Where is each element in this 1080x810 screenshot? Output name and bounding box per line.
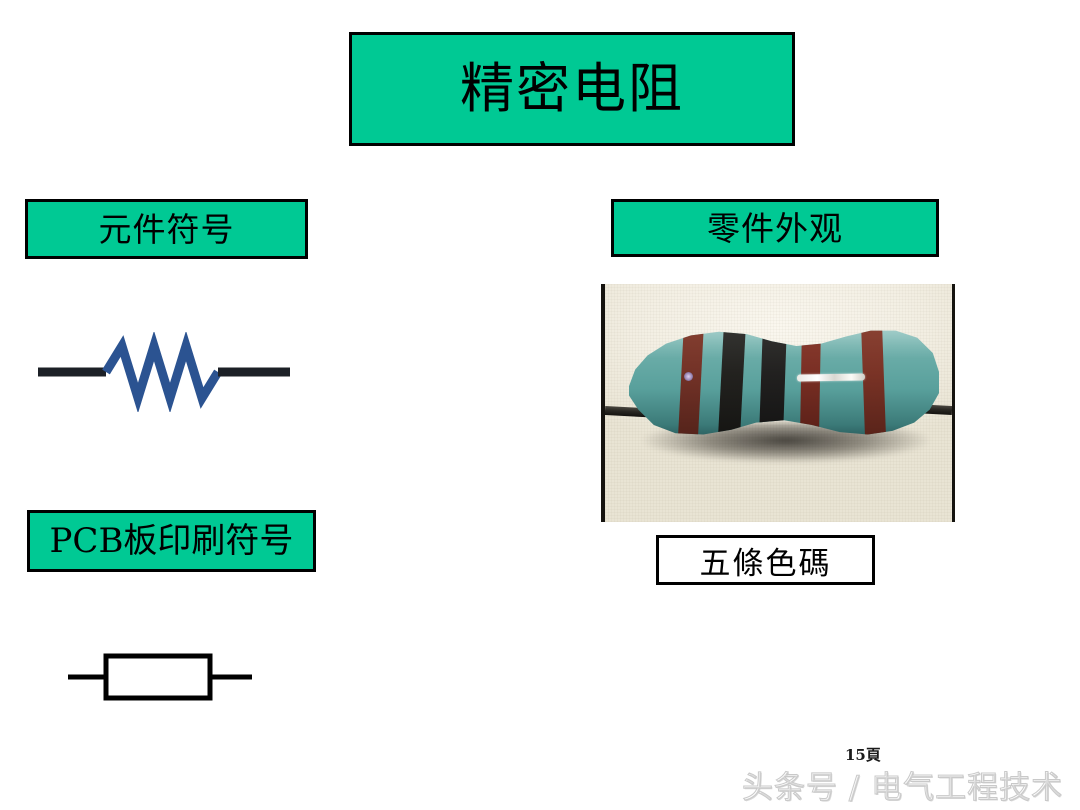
page-title: 精密电阻 [349,32,795,146]
resistor-zigzag-icon [102,332,222,412]
photo-caption: 五條色碼 [656,535,875,585]
resistor-zigzag-symbol [38,332,290,412]
pcb-symbol-heading: PCB板印刷符号 [27,510,316,572]
photo-resistor-body [629,330,939,435]
page-number: 15頁 [845,746,881,764]
pcb-body-outline-icon [103,653,213,701]
photo-body-speck [684,372,693,381]
resistor-rectangle-symbol [68,653,252,701]
component-symbol-heading: 元件符号 [25,199,308,259]
photo-body-scratch [796,373,866,382]
part-appearance-heading: 零件外观 [611,199,939,257]
precision-resistor-photo [601,284,955,522]
watermark: 头条号 / 电气工程技术 [741,770,1064,807]
